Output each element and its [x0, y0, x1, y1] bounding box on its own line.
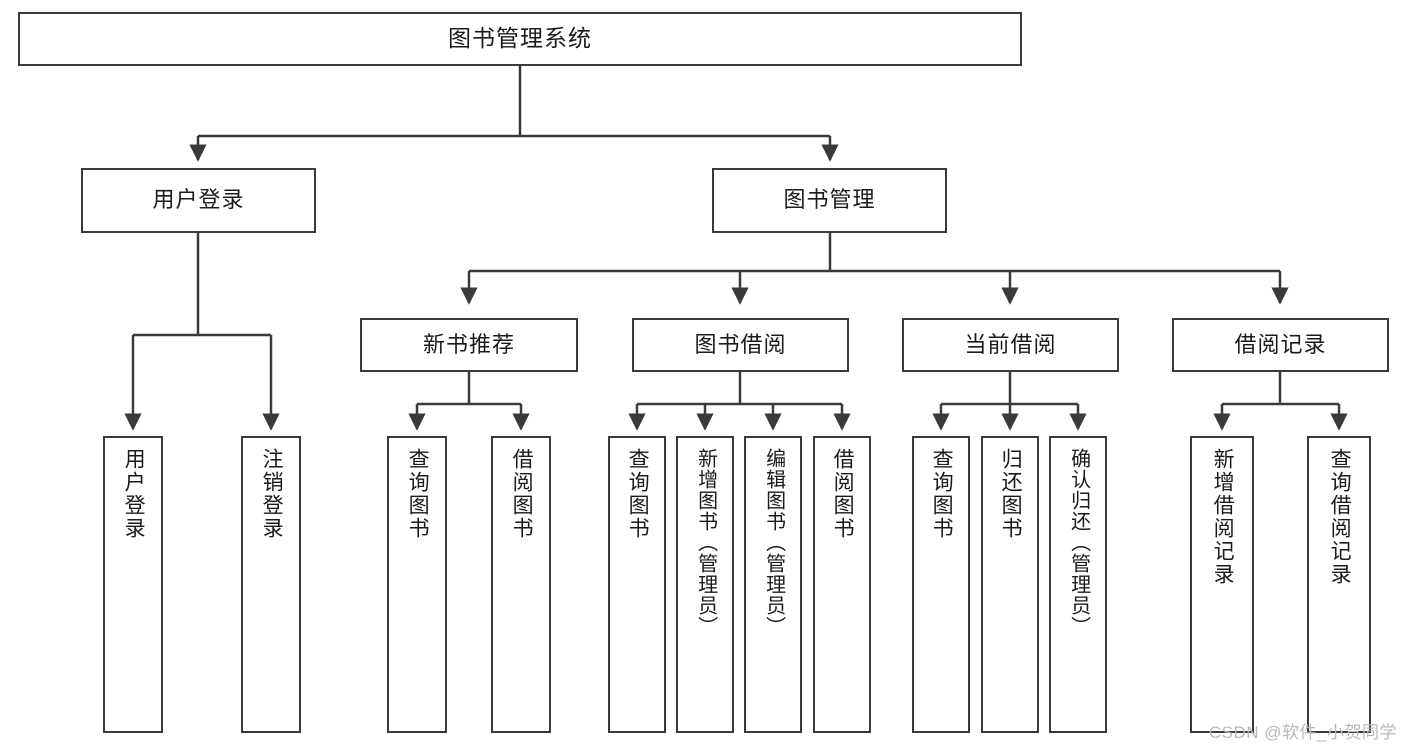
node-label: 新书推荐	[422, 331, 515, 357]
node-label: 编辑图书（管理员）	[762, 448, 785, 637]
node-leaf-add-book-admin[interactable]: 新增图书（管理员）	[676, 436, 734, 733]
node-leaf-query-books-recommend[interactable]: 查询图书	[387, 436, 447, 733]
node-module-user-login[interactable]: 用户登录	[81, 168, 316, 233]
watermark: CSDN @软件_小贺同学	[1208, 723, 1397, 742]
node-label: 借阅图书	[831, 448, 855, 540]
node-label: 当前借阅	[964, 331, 1057, 357]
node-leaf-query-books-current[interactable]: 查询图书	[912, 436, 970, 733]
node-label: 图书管理系统	[448, 25, 592, 52]
node-leaf-query-borrow-record[interactable]: 查询借阅记录	[1307, 436, 1371, 733]
node-label: 查询图书	[406, 448, 430, 540]
node-leaf-edit-book-admin[interactable]: 编辑图书（管理员）	[744, 436, 802, 733]
node-label: 借阅图书	[510, 448, 534, 540]
node-submodule-book-borrow[interactable]: 图书借阅	[632, 318, 849, 372]
node-submodule-current-borrow[interactable]: 当前借阅	[902, 318, 1119, 372]
node-root-system[interactable]: 图书管理系统	[18, 12, 1022, 66]
node-label: 查询借阅记录	[1328, 448, 1352, 586]
node-submodule-borrow-records[interactable]: 借阅记录	[1172, 318, 1389, 372]
node-label: 图书借阅	[694, 331, 787, 357]
node-label: 用户登录	[122, 448, 146, 540]
node-leaf-confirm-return-admin[interactable]: 确认归还（管理员）	[1049, 436, 1107, 733]
node-leaf-query-books-borrow[interactable]: 查询图书	[608, 436, 666, 733]
node-leaf-return-books[interactable]: 归还图书	[981, 436, 1039, 733]
node-label: 用户登录	[152, 187, 245, 213]
node-label: 新增借阅记录	[1211, 448, 1235, 586]
node-leaf-add-borrow-record[interactable]: 新增借阅记录	[1190, 436, 1254, 733]
node-leaf-borrow-books[interactable]: 借阅图书	[813, 436, 871, 733]
node-submodule-new-book-recommend[interactable]: 新书推荐	[360, 318, 578, 372]
node-label: 新增图书（管理员）	[694, 448, 717, 637]
node-leaf-user-login[interactable]: 用户登录	[103, 436, 163, 733]
node-label: 借阅记录	[1234, 331, 1327, 357]
node-label: 查询图书	[930, 448, 954, 540]
node-label: 图书管理	[783, 187, 876, 213]
node-module-book-management[interactable]: 图书管理	[712, 168, 947, 233]
node-leaf-borrow-books-recommend[interactable]: 借阅图书	[491, 436, 551, 733]
node-leaf-logout[interactable]: 注销登录	[241, 436, 301, 733]
node-label: 确认归还（管理员）	[1067, 448, 1090, 637]
node-label: 归还图书	[999, 448, 1023, 540]
node-label: 注销登录	[260, 448, 284, 540]
node-label: 查询图书	[626, 448, 650, 540]
